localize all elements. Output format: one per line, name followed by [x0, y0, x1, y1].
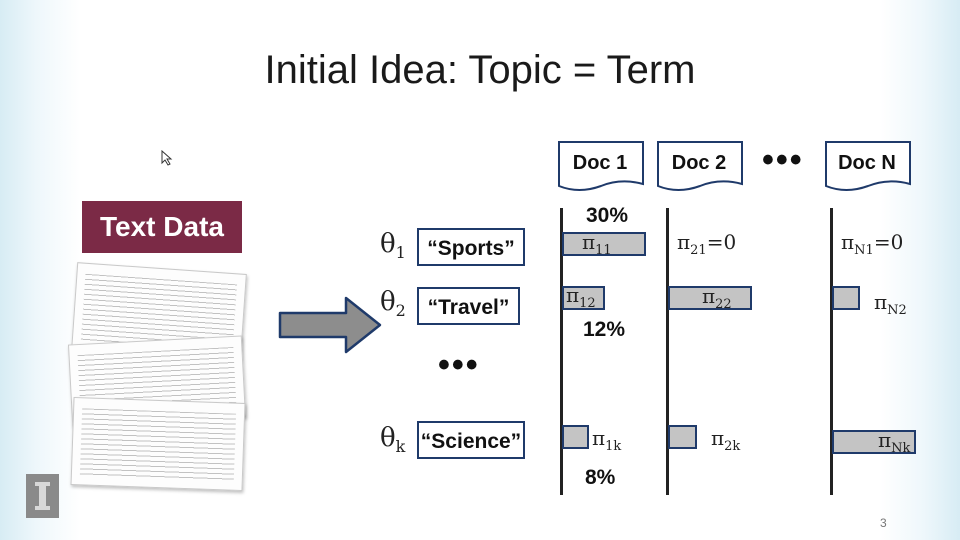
slide-title: Initial Idea: Topic = Term — [264, 48, 696, 92]
doc-1-sports-bar — [562, 232, 646, 256]
topic-box-sports: “Sports” — [417, 228, 525, 266]
document-icon — [825, 141, 911, 191]
doc-n-science-bar — [832, 430, 916, 454]
doc-n-header: Doc N — [824, 140, 910, 188]
pi-21-label: π21=0 — [677, 230, 737, 258]
doc-1-travel-bar — [562, 286, 605, 310]
doc-1-label: Doc 1 — [572, 152, 628, 174]
topic-box-science: “Science” — [417, 421, 525, 459]
pi-22-label: π22 — [702, 284, 732, 312]
pi-n2-label: πN2 — [874, 290, 907, 318]
pi-11-label: π11 — [582, 230, 612, 258]
topic-box-travel: “Travel” — [417, 287, 520, 325]
pi-2k-label: π2k — [711, 426, 741, 454]
document-icon — [558, 141, 644, 191]
document-stack-image — [62, 262, 252, 492]
slide-number: 3 — [880, 516, 887, 530]
doc-2-travel-bar — [668, 286, 752, 310]
documents-ellipsis: ••• — [762, 141, 804, 179]
doc-n-label: Doc N — [838, 152, 896, 174]
pi-n1-label: πN1=0 — [841, 230, 904, 258]
topics-ellipsis: ••• — [438, 346, 480, 384]
pi-12-label: π12 — [566, 283, 596, 311]
doc-1-science-percent: 8% — [585, 466, 616, 489]
document-page — [70, 397, 246, 491]
doc-1-header: Doc 1 — [557, 140, 643, 188]
logo-icon — [35, 482, 50, 510]
mouse-cursor-icon — [161, 150, 173, 166]
doc-1-science-bar — [562, 425, 589, 449]
doc-2-label: Doc 2 — [671, 152, 727, 174]
doc-1-axis — [560, 208, 563, 495]
text-data-label: Text Data — [82, 201, 242, 253]
doc-n-travel-bar — [832, 286, 860, 310]
theta-1-symbol: θ1 — [380, 229, 406, 263]
doc-n-axis — [830, 208, 833, 495]
right-arrow-icon — [278, 296, 382, 354]
doc-2-axis — [666, 208, 669, 495]
decorative-left-background — [0, 0, 80, 540]
doc-1-sports-percent: 30% — [586, 204, 629, 227]
theta-2-symbol: θ2 — [380, 287, 406, 321]
university-logo — [26, 474, 59, 518]
pi-1k-label: π1k — [592, 426, 622, 454]
theta-k-symbol: θk — [380, 423, 406, 457]
pi-nk-label: πNk — [878, 428, 911, 456]
document-icon — [657, 141, 743, 191]
doc-2-header: Doc 2 — [656, 140, 742, 188]
doc-2-science-bar — [668, 425, 697, 449]
doc-1-travel-percent: 12% — [583, 318, 626, 341]
